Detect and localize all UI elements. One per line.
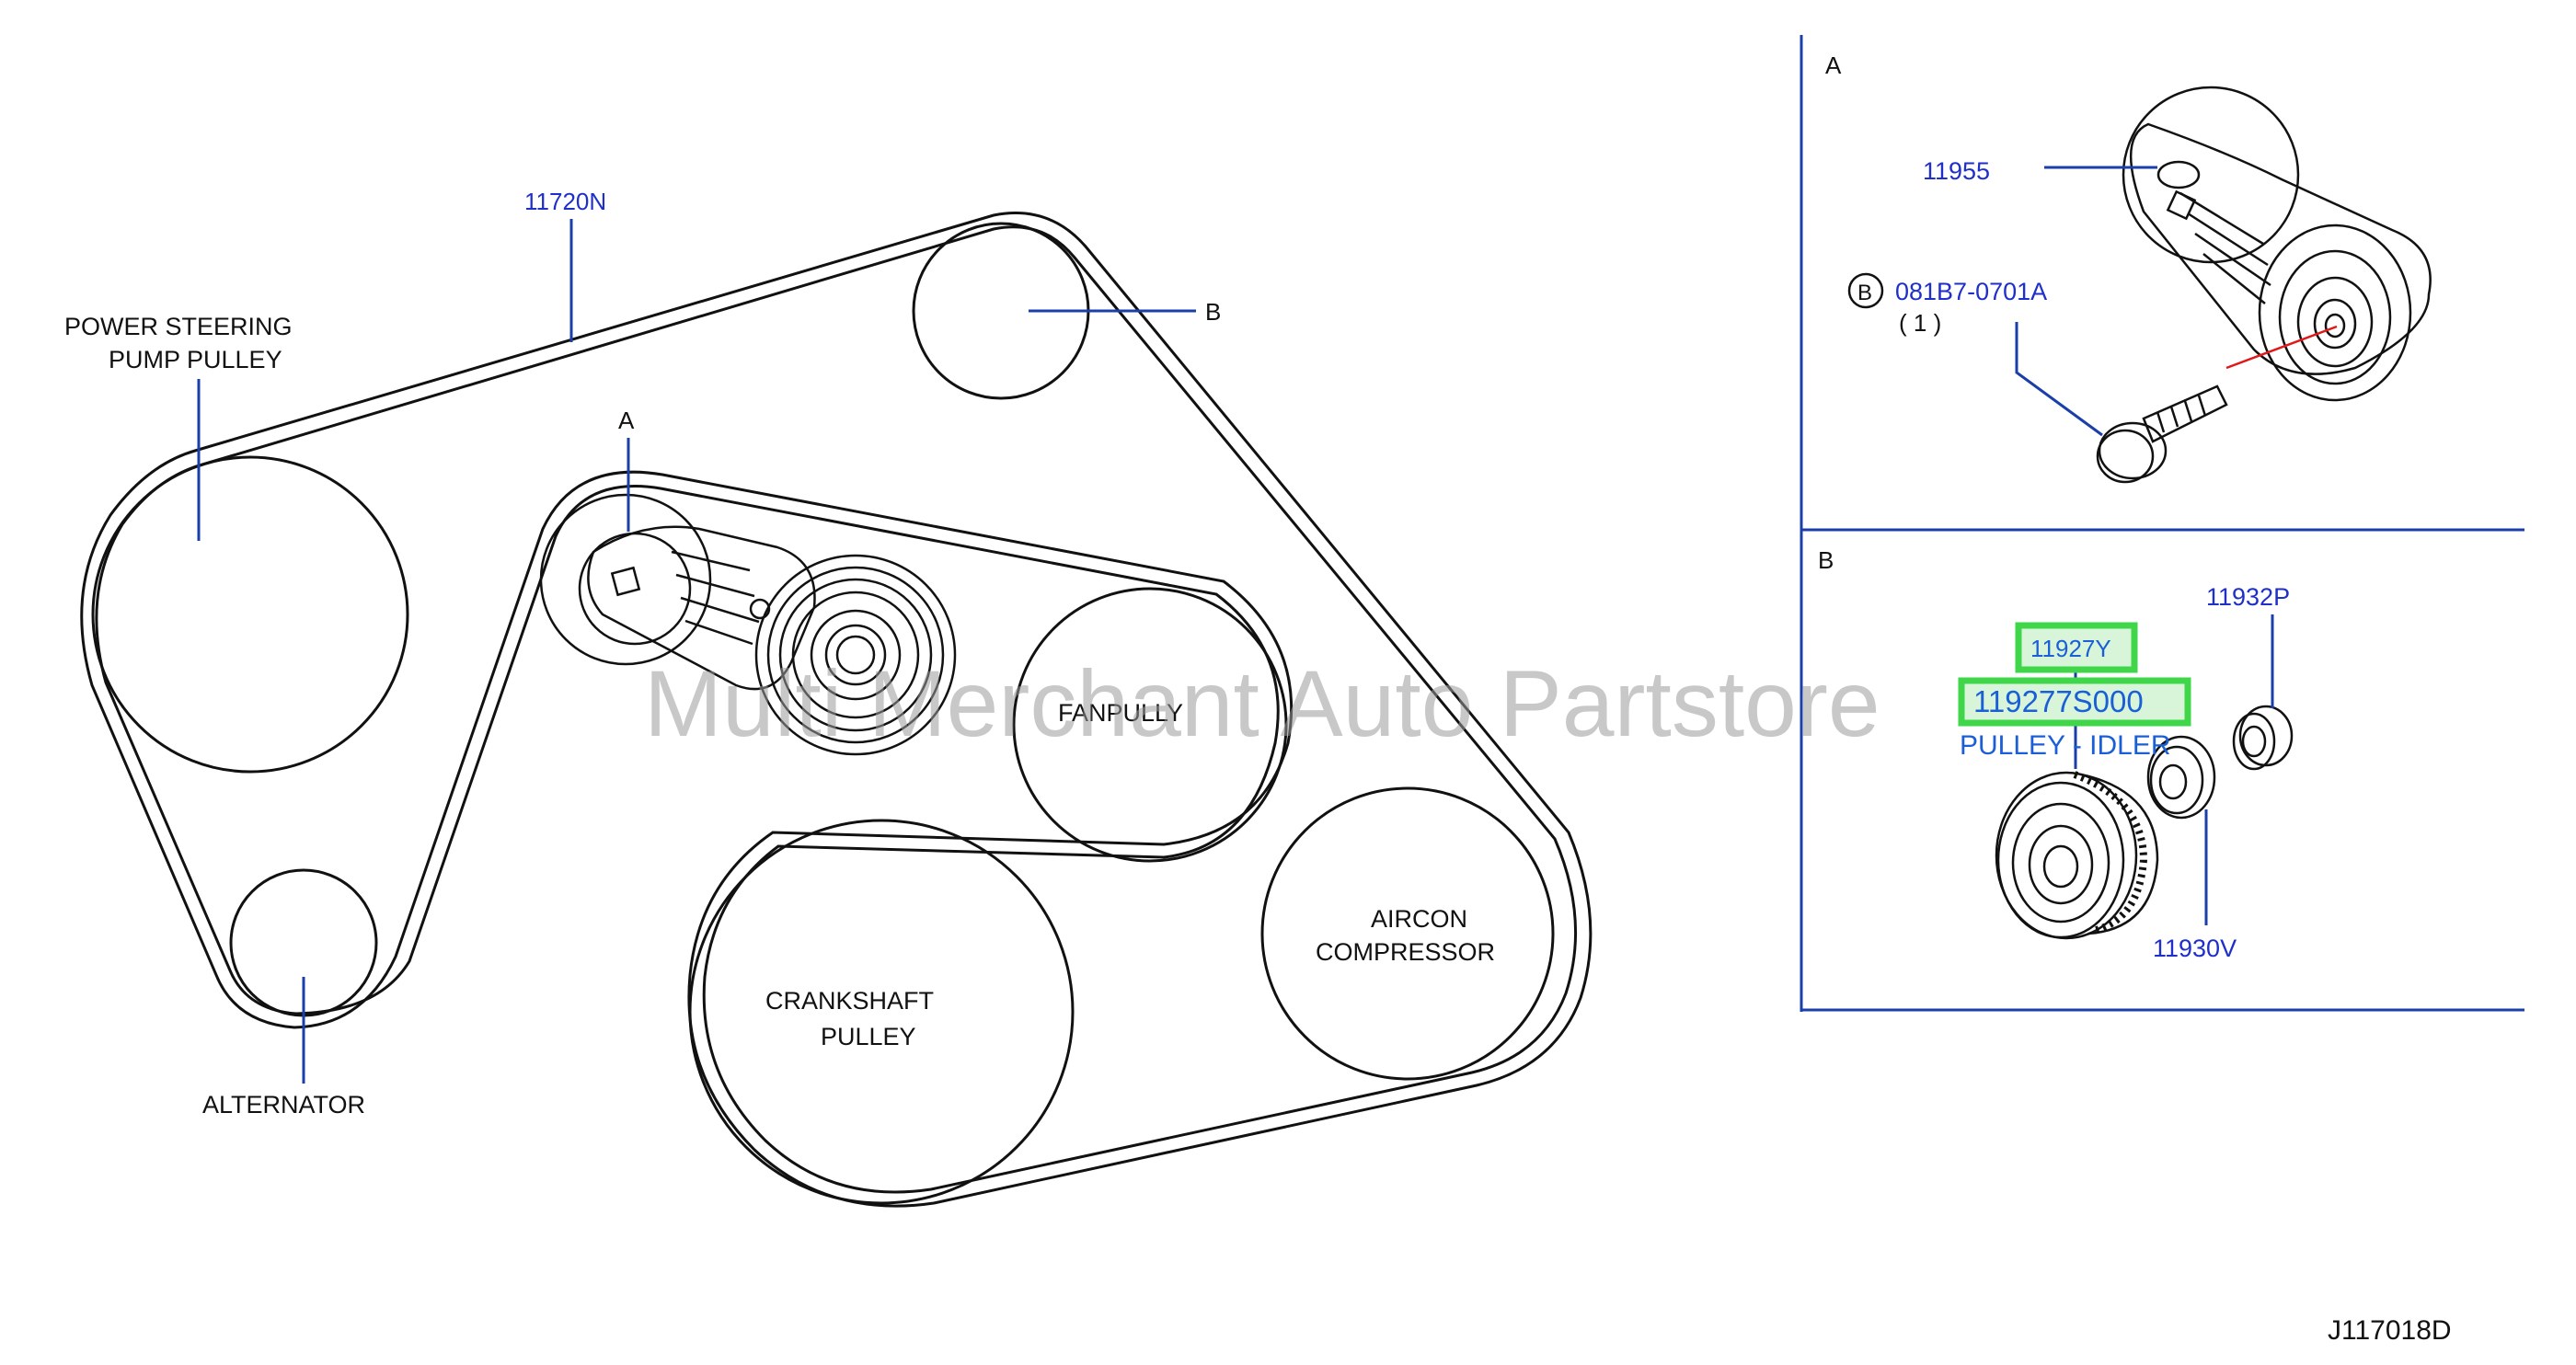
highlight-119277s000	[1958, 677, 2191, 727]
part-11932p[interactable]: 11932P	[2206, 583, 2290, 611]
detail-b-washer-11930v[interactable]	[2146, 735, 2216, 820]
alternator-label: ALTERNATOR	[202, 1091, 365, 1118]
detail-b-cap-11932p[interactable]	[2232, 705, 2294, 771]
bolt-marker-letter: B	[1857, 281, 1872, 305]
tensioner-assembly[interactable]	[539, 493, 957, 756]
callout-b-label: B	[1205, 298, 1221, 326]
detail-b-title: B	[1818, 546, 1834, 574]
aircon-compressor-pulley[interactable]	[1260, 786, 1555, 1081]
bolt-marker-circle	[1847, 272, 1884, 309]
belt-part-number[interactable]: 11720N	[524, 188, 606, 215]
callout-a-label: A	[618, 407, 635, 434]
watermark-text: Multi Merchant Auto Partstore	[644, 651, 1880, 756]
part-11930v[interactable]: 11930V	[2153, 935, 2237, 962]
detail-panel-frames	[1800, 35, 2524, 1012]
fan-pulley-label: FANPULLY	[1058, 699, 1183, 727]
power-steering-label-line2: PUMP PULLEY	[109, 346, 282, 373]
detail-a-axis-line	[2225, 325, 2338, 370]
serpentine-belt-inner	[95, 225, 1578, 1194]
tensioner-part-number[interactable]: 11955	[1923, 157, 1990, 185]
aircon-label-line1: AIRCON	[1371, 905, 1467, 933]
main-leaders	[197, 219, 1196, 1084]
bolt-quantity: ( 1 )	[1899, 309, 1941, 337]
part-11927y[interactable]: 11927Y	[2030, 635, 2111, 662]
aircon-label-line2: COMPRESSOR	[1316, 938, 1495, 966]
crankshaft-label-line2: PULLEY	[821, 1023, 916, 1050]
fan-pulley[interactable]	[1012, 587, 1288, 863]
detail-a-tensioner[interactable]	[2122, 86, 2432, 402]
detail-a-bolt[interactable]	[2096, 384, 2228, 484]
power-steering-pulley[interactable]	[91, 455, 409, 774]
part-119277s000[interactable]: 119277S000	[1973, 684, 2144, 718]
bolt-part-number[interactable]: 081B7-0701A	[1895, 278, 2047, 305]
highlight-11927y	[2015, 622, 2138, 673]
part-description: PULLEY - IDLER	[1960, 730, 2171, 761]
detail-a-leaders	[2015, 166, 2157, 437]
serpentine-belt-outer	[80, 212, 1593, 1208]
diagram-code: J117018D	[2328, 1315, 2452, 1346]
detail-b-idler-pulley[interactable]	[1995, 771, 2159, 940]
detail-a-title: A	[1825, 52, 1842, 79]
crankshaft-label-line1: CRANKSHAFT	[765, 987, 934, 1015]
power-steering-label-line1: POWER STEERING	[64, 313, 293, 340]
belt-layout	[80, 212, 1593, 1208]
